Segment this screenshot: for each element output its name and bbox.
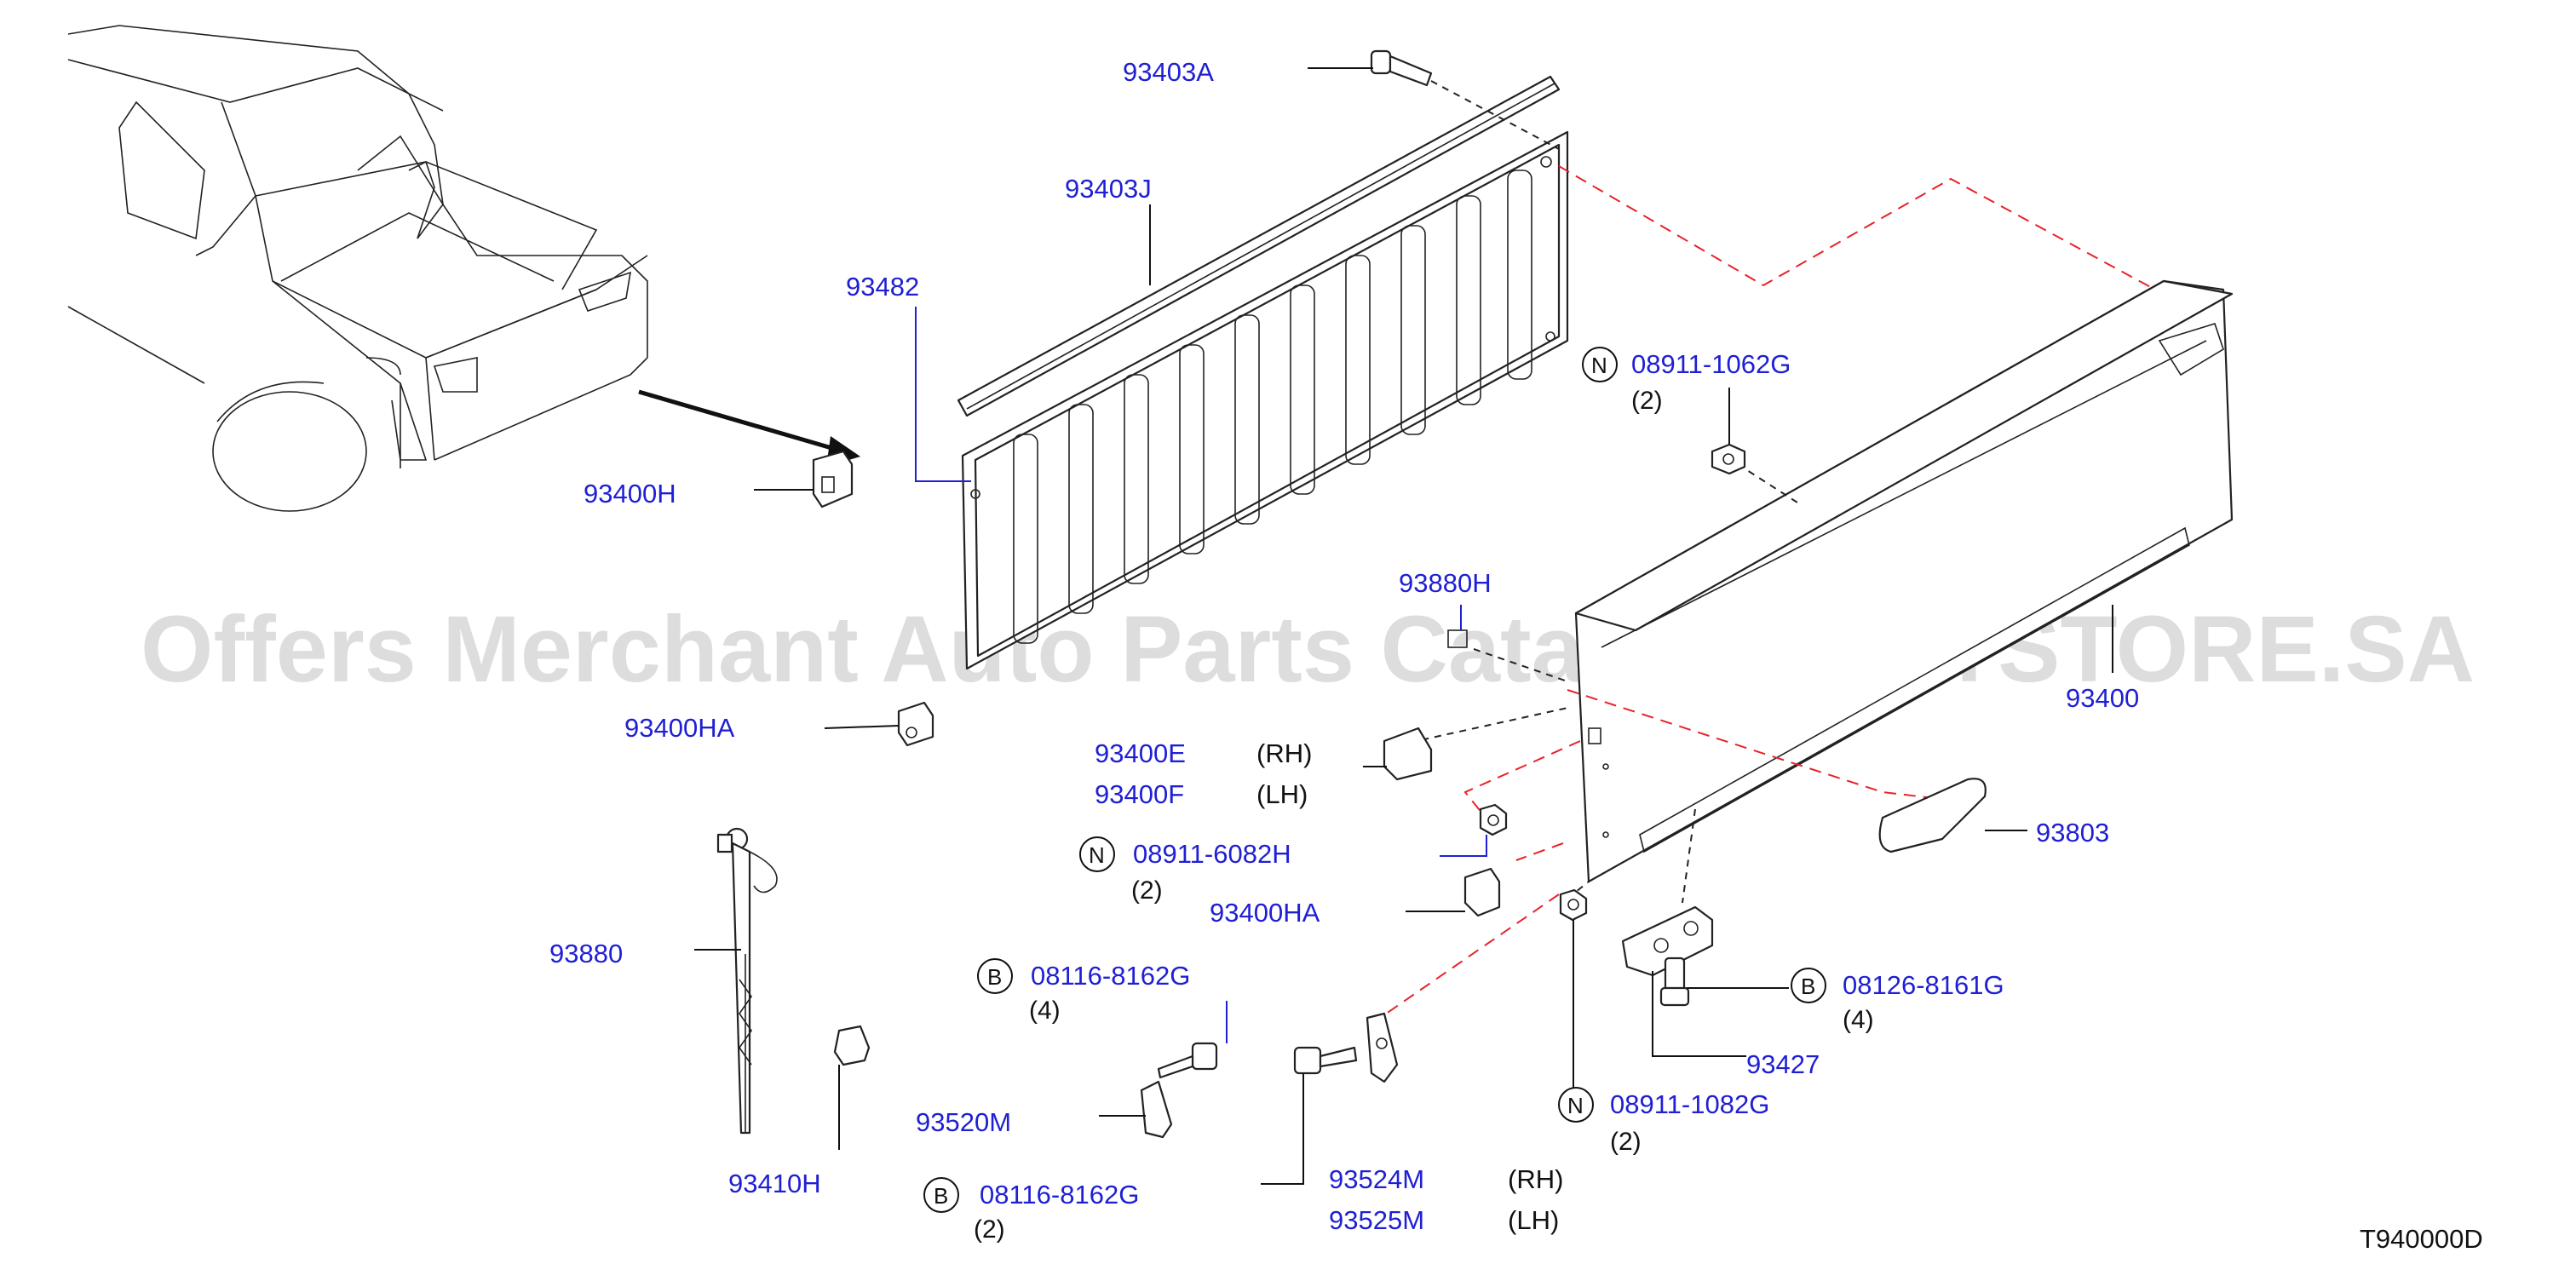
badge-b-08116-8162G-top-text: B bbox=[987, 964, 1002, 990]
qty-08116-8162G-top: (4) bbox=[1029, 997, 1061, 1025]
part-labels: 93403A 93403J 93482 93400H N 08911-1062G… bbox=[549, 57, 2483, 1254]
part-93400HA-top-link[interactable]: 93400HA bbox=[624, 713, 735, 743]
part-08116-8162G-top-link[interactable]: 08116-8162G bbox=[1031, 961, 1190, 991]
part-93410H-link[interactable]: 93410H bbox=[728, 1169, 821, 1198]
bolt-08116-8162G-top-icon bbox=[1157, 1042, 1218, 1079]
qty-08911-1082G: (2) bbox=[1610, 1128, 1642, 1156]
handle-93803-icon bbox=[1878, 778, 1987, 853]
part-93520M-link[interactable]: 93520M bbox=[916, 1107, 1011, 1137]
part-93403A-link[interactable]: 93403A bbox=[1123, 57, 1214, 87]
part-93803-link[interactable]: 93803 bbox=[2036, 818, 2109, 847]
bolt-08116-8162G-bottom-icon bbox=[1293, 1046, 1358, 1075]
part-93400H-link[interactable]: 93400H bbox=[584, 479, 676, 508]
qty-08911-1062G: (2) bbox=[1631, 387, 1663, 415]
part-08116-8162G-bottom-link[interactable]: 08116-8162G bbox=[980, 1180, 1139, 1209]
side-93524M: (RH) bbox=[1508, 1164, 1563, 1194]
top-protector-strip bbox=[957, 75, 1561, 417]
part-93524M-link[interactable]: 93524M bbox=[1329, 1164, 1424, 1194]
badge-n-08911-1062G-text: N bbox=[1591, 353, 1607, 378]
bolt-93403A-icon bbox=[1370, 49, 1433, 87]
badge-b-08116-8162G-bottom-text: B bbox=[934, 1183, 948, 1209]
part-93880-link[interactable]: 93880 bbox=[549, 939, 623, 968]
check-cable-93880-icon bbox=[716, 827, 778, 1135]
part-93400-link[interactable]: 93400 bbox=[2066, 683, 2139, 713]
side-93525M: (LH) bbox=[1508, 1205, 1559, 1235]
leader-lines bbox=[694, 67, 2113, 1185]
badge-n-08911-1082G bbox=[1558, 1087, 1594, 1123]
bracket-93520M-icon bbox=[1140, 1080, 1173, 1139]
badge-b-08116-8162G-top bbox=[977, 958, 1013, 994]
clip-93880H-icon bbox=[1447, 629, 1468, 648]
clip-93400HA-top-icon bbox=[897, 701, 934, 747]
hinge-93427-icon bbox=[1621, 905, 1714, 977]
watermark-text: Offers Merchant Auto Parts Catalog PARTS… bbox=[141, 597, 2475, 702]
part-93525M-link[interactable]: 93525M bbox=[1329, 1205, 1424, 1235]
badge-n-08911-6082H-text: N bbox=[1089, 842, 1105, 868]
qty-08126-8161G: (4) bbox=[1843, 1006, 1874, 1034]
badge-b-08116-8162G-bottom bbox=[923, 1177, 959, 1213]
part-93400E-link[interactable]: 93400E bbox=[1095, 738, 1186, 768]
clip-93400H-icon bbox=[812, 450, 854, 508]
stopper-93410H-icon bbox=[833, 1025, 871, 1066]
part-08911-6082H-link[interactable]: 08911-6082H bbox=[1133, 839, 1291, 869]
part-08126-8161G-link[interactable]: 08126-8161G bbox=[1843, 970, 2004, 1000]
part-08911-1082G-link[interactable]: 08911-1082G bbox=[1610, 1089, 1769, 1119]
part-93427-link[interactable]: 93427 bbox=[1746, 1049, 1820, 1079]
nut-08911-1062G-icon bbox=[1711, 443, 1746, 475]
badge-n-08911-1082G-text: N bbox=[1567, 1093, 1584, 1118]
part-93400HA-mid-link[interactable]: 93400HA bbox=[1210, 898, 1320, 928]
part-93482-link[interactable]: 93482 bbox=[846, 272, 919, 302]
part-93403J-link[interactable]: 93403J bbox=[1065, 174, 1152, 204]
badge-n-08911-1062G bbox=[1582, 347, 1618, 382]
part-93880H-link[interactable]: 93880H bbox=[1399, 568, 1492, 598]
part-08911-1062G-link[interactable]: 08911-1062G bbox=[1631, 349, 1791, 379]
nut-08911-1082G-icon bbox=[1559, 888, 1588, 922]
badge-b-08126-8161G-text: B bbox=[1801, 974, 1815, 999]
bracket-93524M-icon bbox=[1366, 1012, 1399, 1083]
side-93400E: (RH) bbox=[1256, 738, 1312, 768]
nut-08911-6082H-icon bbox=[1479, 803, 1508, 836]
clip-93400HA-mid-icon bbox=[1463, 867, 1501, 917]
part-93400F-link[interactable]: 93400F bbox=[1095, 779, 1184, 809]
tailgate-inner-panel bbox=[961, 130, 1569, 670]
badge-b-08126-8161G bbox=[1791, 968, 1826, 1003]
qty-08911-6082H: (2) bbox=[1131, 876, 1163, 905]
handle-cover-93400E-icon bbox=[1383, 727, 1433, 781]
truck-illustration bbox=[67, 25, 648, 512]
diagram-code: T940000D bbox=[2360, 1224, 2483, 1254]
bolt-08126-8161G-icon bbox=[1659, 957, 1690, 1007]
tailgate-outer-shell bbox=[1574, 279, 2234, 883]
qty-08116-8162G-bottom: (2) bbox=[974, 1215, 1005, 1244]
side-93400F: (LH) bbox=[1256, 779, 1308, 809]
badge-n-08911-6082H bbox=[1079, 836, 1115, 872]
